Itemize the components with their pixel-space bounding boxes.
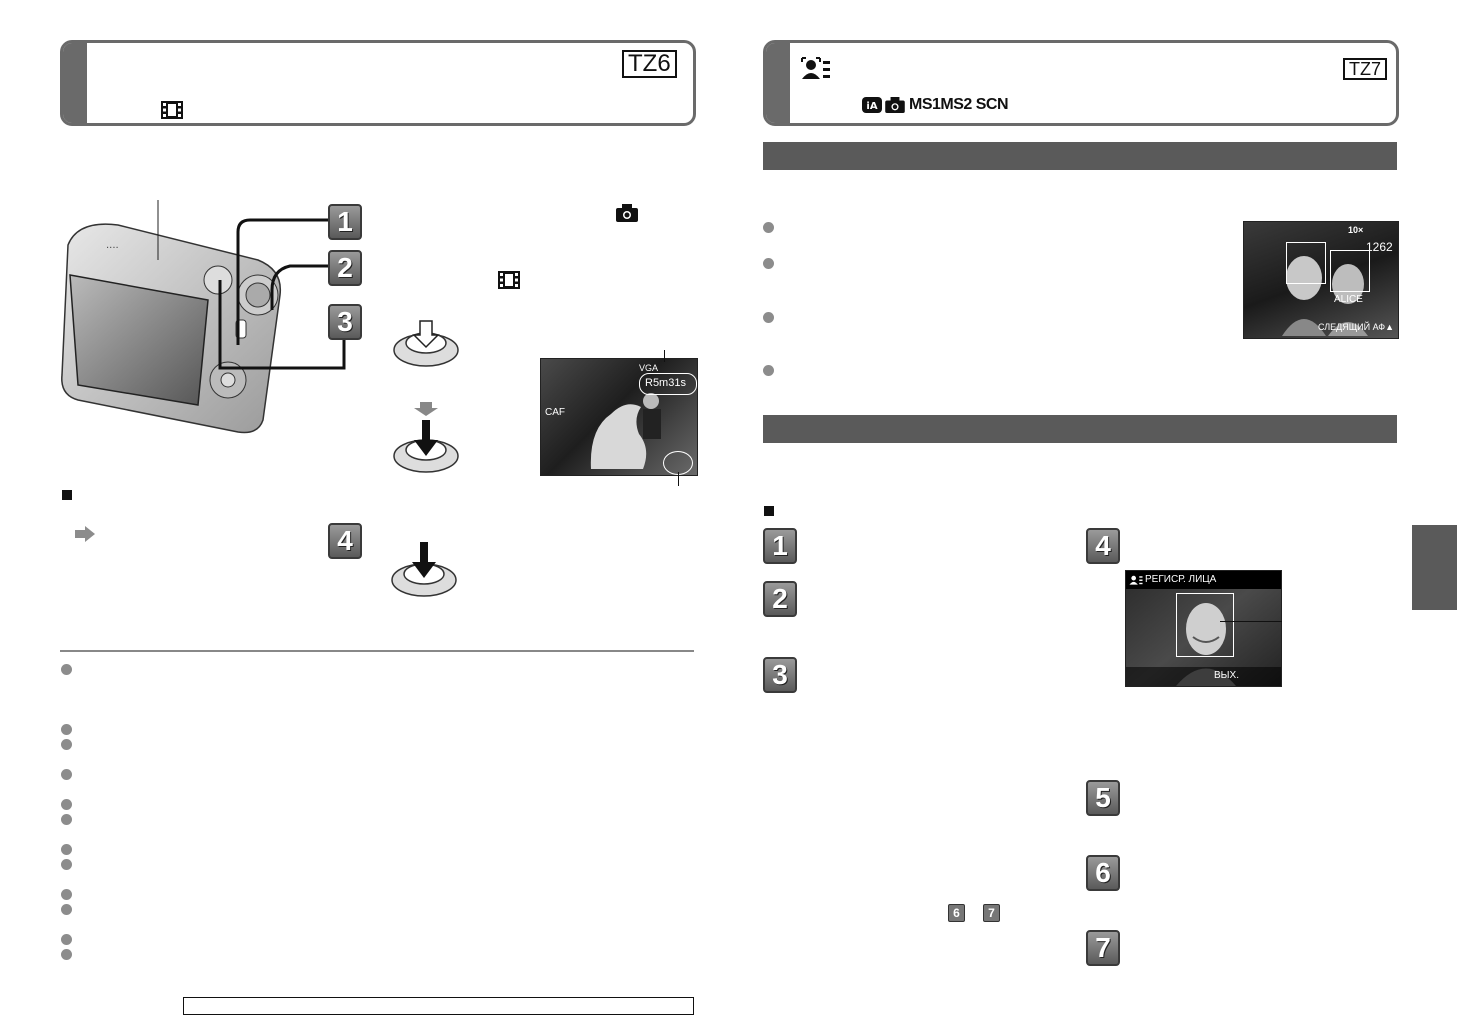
step-1-badge: 1 [763, 528, 797, 564]
svg-text:....: .... [106, 240, 119, 251]
step-3-badge: 3 [763, 657, 797, 693]
remaining-time-highlight [639, 373, 697, 395]
movie-recording-screen: VGA R5m31s CAF [540, 358, 698, 476]
movie-mode-icon [161, 101, 183, 119]
two-faces-image [1282, 256, 1368, 336]
model-tag-tz6: TZ6 [622, 50, 677, 78]
bullet [763, 222, 774, 233]
section-marker [764, 506, 774, 516]
camera-mode-icon [885, 97, 905, 113]
movie-icon [498, 271, 520, 289]
camera-icon [616, 204, 638, 222]
pointer-line [1220, 621, 1282, 622]
model-tag-tz7: TZ7 [1343, 58, 1388, 80]
bullet [61, 814, 72, 825]
svg-text:iA: iA [866, 101, 877, 112]
bullet [61, 799, 72, 810]
step-2-badge: 2 [763, 581, 797, 617]
bullet [61, 889, 72, 900]
step-7-badge: 7 [1086, 930, 1120, 966]
step-7-ref: 7 [983, 904, 1000, 922]
face-register-screen: РЕГИСР. ЛИЦА ВЫХ. [1125, 570, 1282, 687]
lcd-exit: ВЫХ. [1214, 670, 1239, 681]
lcd-resolution: VGA [639, 363, 659, 373]
bullet [61, 859, 72, 870]
bullet [61, 769, 72, 780]
section-marker [62, 490, 72, 500]
step-3-badge: 3 [328, 304, 362, 340]
header-tab [63, 43, 87, 123]
lcd-title-bar [1126, 571, 1281, 589]
lcd-face-name: ALICE [1334, 294, 1363, 305]
camera-illustration: .... [61, 200, 282, 434]
face-frame [1286, 242, 1326, 284]
lcd-shot-count: 1262 [1366, 240, 1393, 254]
right-header-box: iA MS1MS2 SCN [763, 40, 1399, 126]
lcd-bottom-bar [1126, 667, 1281, 686]
lcd-remaining-time: R5m31s [645, 377, 686, 389]
step-4-badge: 4 [1086, 528, 1120, 564]
intelligent-auto-icon: iA [862, 97, 882, 113]
mode-labels: MS1MS2 SCN [909, 96, 1009, 113]
bullet [61, 664, 72, 675]
bullet [61, 724, 72, 735]
shutter-half-press-icon [393, 320, 459, 367]
divider-line [60, 650, 694, 652]
step-1-badge: 1 [328, 204, 362, 240]
footer-note-box [183, 997, 694, 1015]
chapter-side-tab [1412, 525, 1457, 610]
step-4-badge: 4 [328, 523, 362, 559]
left-header-box [60, 40, 696, 126]
bullet [61, 844, 72, 855]
face-recognition-icon [801, 57, 830, 79]
pointer-line-top [664, 350, 665, 362]
lcd-af-tracking: СЛЕДЯЩИЙ АФ▲ [1318, 322, 1395, 332]
bullet [61, 949, 72, 960]
bullet [763, 258, 774, 269]
face-register-icon [1129, 575, 1143, 585]
face-recognition-screen: 10× 1262 ALICE СЛЕДЯЩИЙ АФ▲ [1243, 221, 1399, 339]
section-bar-top [763, 142, 1397, 170]
arrow-right-icon [75, 526, 95, 542]
shutter-release-icon [391, 542, 457, 597]
step-6-badge: 6 [1086, 855, 1120, 891]
lcd-zoom: 10× [1348, 225, 1364, 235]
section-bar-middle [763, 415, 1397, 443]
carousel-horse-image [590, 393, 661, 469]
shutter-full-press-icon [393, 402, 459, 473]
face-frame [1176, 593, 1234, 657]
bullet [763, 312, 774, 323]
step-2-badge: 2 [328, 250, 362, 286]
bullet [61, 739, 72, 750]
lcd-af-mode: CAF [545, 407, 565, 418]
face-frame [1330, 250, 1370, 292]
lcd-register-title: РЕГИСР. ЛИЦА [1145, 574, 1217, 585]
pointer-line-bottom [678, 472, 679, 486]
bullet [61, 904, 72, 915]
step-5-badge: 5 [1086, 780, 1120, 816]
step-6-ref: 6 [948, 904, 965, 922]
bullet [61, 934, 72, 945]
header-tab [766, 43, 790, 123]
bullet [763, 365, 774, 376]
